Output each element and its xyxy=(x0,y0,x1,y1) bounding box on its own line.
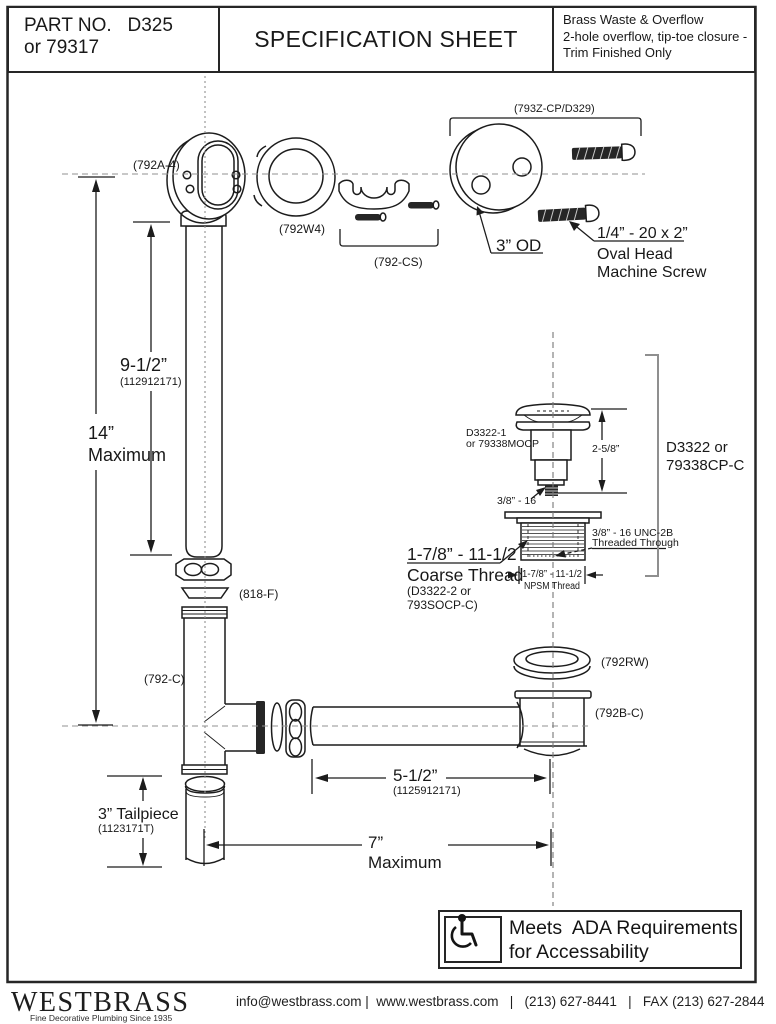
label-screw-size: 1/4” - 20 x 2” xyxy=(597,225,688,242)
page-title: SPECIFICATION SHEET xyxy=(254,26,518,52)
wheelchair-icon-box xyxy=(444,914,502,963)
label-drain-kit2: 79338CP-C xyxy=(666,457,745,474)
label-d3322-1: D3322-1 xyxy=(466,427,506,439)
dim-max-width2: Maximum xyxy=(368,853,442,872)
part-number-line2: or 79317 xyxy=(24,37,100,58)
leader-coarse-thread xyxy=(407,540,603,584)
label-792cs: (792-CS) xyxy=(374,255,423,269)
dim-3-tailpiece xyxy=(107,775,162,868)
coupling-washer xyxy=(270,702,284,752)
brand-tagline: Fine Decorative Plumbing Since 1935 xyxy=(30,1013,173,1023)
overflow-riser-pipe xyxy=(180,210,227,558)
dim-max-height2: Maximum xyxy=(88,445,166,465)
label-818f: (818-F) xyxy=(239,587,278,601)
label-unc1: 3/8” - 16 UNC-2B xyxy=(592,527,673,539)
label-unc2: Threaded Through xyxy=(592,537,679,549)
label-792rw: (792RW) xyxy=(601,655,649,669)
label-coarse1: 1-7/8” - 11-1/2 xyxy=(407,544,517,564)
label-d3322-1b: or 79338MOCP xyxy=(466,438,539,450)
label-coarse2: Coarse Thread xyxy=(407,565,523,585)
label-792bc: (792B-C) xyxy=(595,706,644,720)
slip-nut-outlet xyxy=(285,699,306,758)
screw-clip-792cs xyxy=(338,179,440,222)
bracket-clip-kit xyxy=(339,229,439,247)
diagram-labels: (792A-4) (792W4) (792-CS) (793Z-CP/D329)… xyxy=(88,103,745,872)
dim-2-5-8 xyxy=(558,408,627,494)
label-screw-type1: Oval Head xyxy=(597,246,673,263)
leader-machine-screw xyxy=(569,221,684,242)
dim-max-height: 14” xyxy=(88,423,114,443)
slip-nut-top xyxy=(175,558,232,581)
dim-cap-height: 2-5/8” xyxy=(592,443,620,455)
overflow-faceplate xyxy=(449,123,543,214)
part-number-cell: PART NO. D325 or 79317 xyxy=(9,8,220,71)
dim-tailpiece-code: (1123171T) xyxy=(98,823,154,835)
dim-riser-code: (112912171) xyxy=(120,376,182,388)
wheelchair-icon xyxy=(450,914,478,948)
label-npsm1: 1-7/8” - 11-1/2 xyxy=(522,569,582,580)
label-screw-type2: Machine Screw xyxy=(597,264,707,281)
label-drain-kit1: D3322 or xyxy=(666,439,728,456)
ada-compliance-box: Meets ADA Requirements for Accessability xyxy=(438,910,742,969)
label-793z: (793Z-CP/D329) xyxy=(514,103,595,115)
dim-5-1-2 xyxy=(311,759,551,794)
rubber-washer-792rw xyxy=(513,646,591,680)
leader-unc-thread xyxy=(555,547,666,558)
tee-792c xyxy=(181,606,265,775)
label-792w4: (792W4) xyxy=(279,222,325,236)
bracket-drain-kit xyxy=(645,354,659,577)
dim-horizontal: 5-1/2” xyxy=(393,766,438,785)
dim-7-maximum xyxy=(203,829,552,866)
tailpiece xyxy=(184,775,226,865)
label-npsm2: NPSM Thread xyxy=(524,581,580,592)
contact-info: info@westbrass.com | www.westbrass.com |… xyxy=(236,994,765,1009)
centerlines xyxy=(62,76,645,906)
label-od: 3” OD xyxy=(496,236,541,255)
dim-riser: 9-1/2” xyxy=(120,355,167,375)
leader-stub-thread xyxy=(530,487,546,500)
product-description-cell: Brass Waste & Overflow 2-hole overflow, … xyxy=(554,8,754,71)
dim-14-maximum xyxy=(78,176,115,726)
header: PART NO. D325 or 79317 SPECIFICATION SHE… xyxy=(7,6,756,73)
machine-screw-icon xyxy=(571,143,636,162)
product-line1: Brass Waste & Overflow xyxy=(563,12,704,27)
bracket-faceplate-kit xyxy=(449,117,642,136)
tiptoe-drain-d3322-1 xyxy=(515,403,591,496)
product-line3: Trim Finished Only xyxy=(563,45,672,60)
gasket-792w4 xyxy=(253,137,336,217)
part-number-line1: PART NO. D325 xyxy=(24,15,173,36)
label-stub-thread: 3/8” - 16 xyxy=(497,495,536,507)
leader-od xyxy=(476,206,543,254)
dim-9-1-2 xyxy=(130,221,172,556)
dim-max-width: 7” xyxy=(368,833,383,852)
ada-text: Meets ADA Requirements for Accessability xyxy=(509,916,738,964)
brand-logo: WESTBRASS xyxy=(11,987,190,1018)
clip-screw-icon xyxy=(408,202,434,209)
dim-tailpiece: 3” Tailpiece xyxy=(98,806,179,823)
overflow-elbow-792a4 xyxy=(166,132,246,224)
ada-line2: for Accessability xyxy=(509,940,649,963)
product-line2: 2-hole overflow, tip-toe closure - xyxy=(563,28,748,44)
label-coarse4: 793SOCP-C) xyxy=(407,598,478,612)
horizontal-waste-pipe xyxy=(309,706,519,746)
label-coarse3: (D3322-2 or xyxy=(407,584,471,598)
ada-line1: Meets ADA Requirements xyxy=(509,916,738,939)
dim-horizontal-code: (1125912171) xyxy=(393,785,461,797)
sheet-title-cell: SPECIFICATION SHEET xyxy=(220,8,554,71)
label-792c: (792-C) xyxy=(144,672,185,686)
label-792a4: (792A-4) xyxy=(133,158,180,172)
machine-screw-icon xyxy=(537,204,600,223)
clip-screw-icon xyxy=(355,214,381,221)
